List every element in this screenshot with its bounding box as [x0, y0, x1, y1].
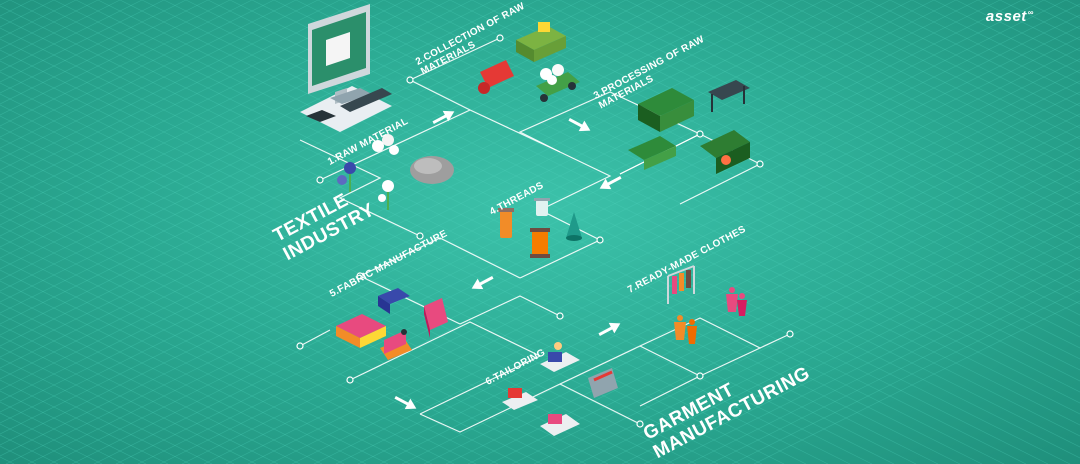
thread-spool-icon — [498, 198, 582, 258]
sewing-machine-icon — [502, 342, 618, 436]
loom-icon — [336, 288, 448, 360]
processing-machine-icon — [628, 80, 750, 174]
harvester-icon — [478, 22, 580, 102]
computer-icon — [300, 4, 392, 132]
logo-text: asset — [985, 8, 1027, 25]
brand-logo: asset∞ — [986, 8, 1034, 25]
logo-mark: ∞ — [1027, 8, 1034, 17]
flow-lines — [296, 34, 794, 433]
cotton-flower-icon — [337, 134, 454, 210]
mannequin-icon — [667, 265, 747, 344]
